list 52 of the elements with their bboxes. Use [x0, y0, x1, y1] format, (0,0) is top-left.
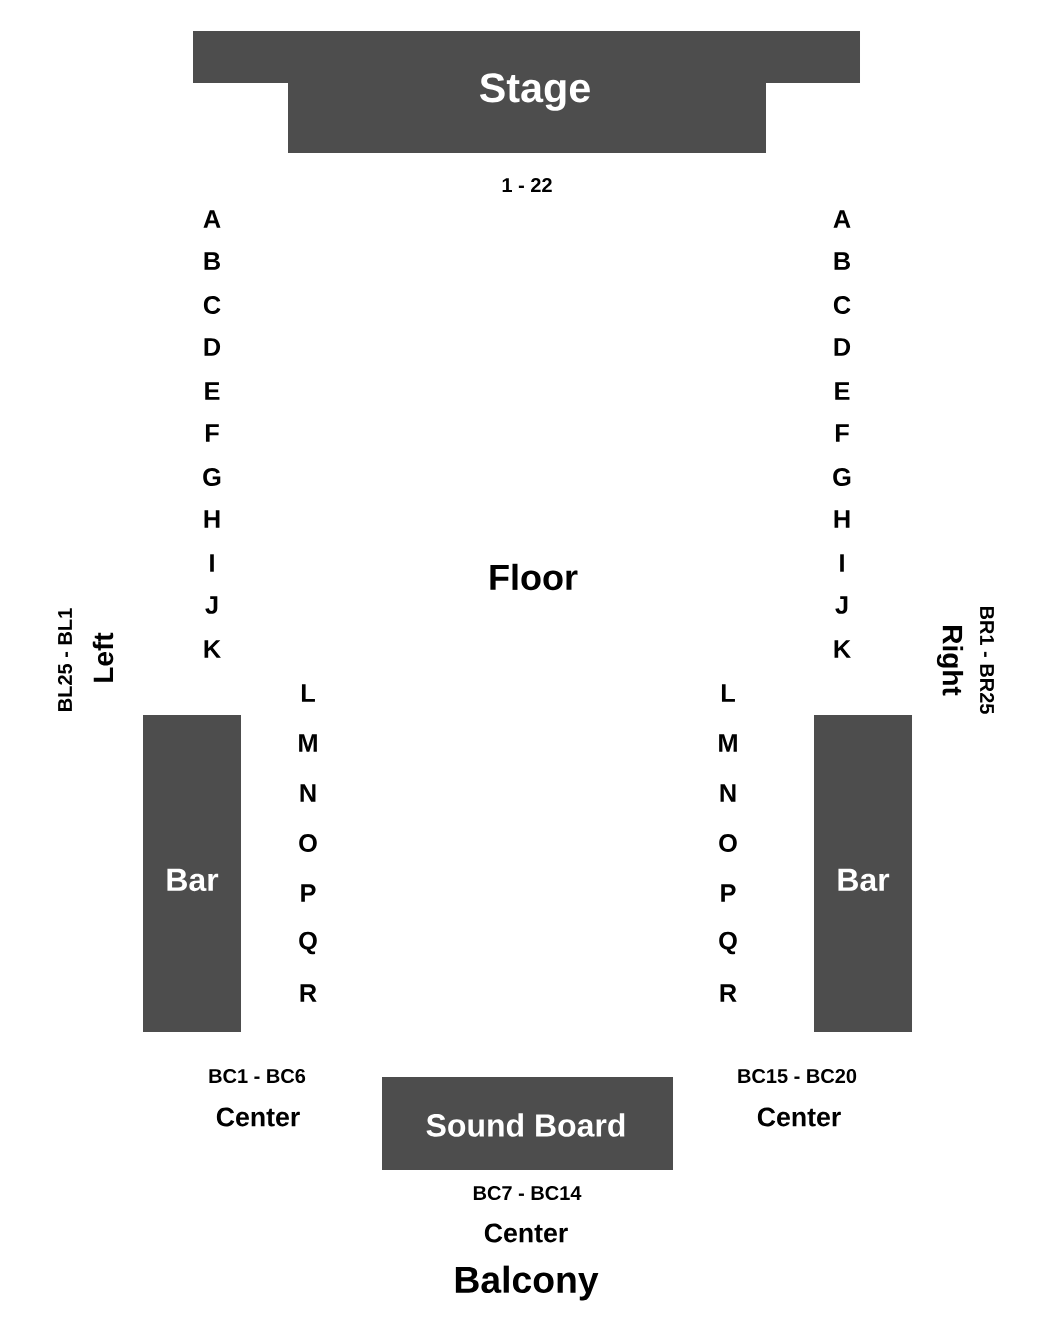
row-letter: K: [834, 640, 851, 658]
row-letter: A: [203, 210, 221, 228]
row-letter: D: [204, 338, 221, 356]
row-letter: R: [300, 984, 317, 1002]
row-letter: G: [203, 468, 221, 486]
row-letter: L: [301, 684, 315, 702]
section-label: Right: [936, 626, 964, 696]
row-letter: F: [205, 424, 219, 442]
row-letter: F: [835, 424, 849, 442]
row-letter: Q: [719, 931, 737, 955]
row-letter: H: [204, 510, 220, 528]
section-label: Center: [484, 1223, 568, 1243]
section-label: Floor: [490, 563, 578, 591]
section-label: Center: [216, 1107, 300, 1127]
row-letter: C: [833, 296, 851, 314]
row-letter: R: [720, 984, 737, 1002]
row-letter: O: [299, 834, 317, 852]
row-letter: N: [300, 784, 316, 802]
seat-range: BC15 - BC20: [738, 1068, 857, 1084]
row-letter: K: [204, 640, 221, 658]
bar-block: Bar: [143, 715, 241, 1032]
seat-range: 1 - 22: [502, 178, 552, 192]
row-letter: H: [834, 510, 850, 528]
row-letter: M: [719, 734, 737, 752]
row-letter: C: [203, 296, 221, 314]
row-letter: I: [840, 554, 844, 572]
row-letter: D: [834, 338, 851, 356]
seat-range: BR1 - BR25: [979, 606, 995, 714]
row-letter: Q: [299, 931, 317, 955]
row-letter: E: [205, 382, 220, 400]
bar-block: Bar: [814, 715, 912, 1032]
row-letter: B: [834, 252, 850, 270]
sound-board-block: Sound Board: [382, 1077, 673, 1170]
row-letter: G: [833, 468, 851, 486]
row-letter: M: [299, 734, 317, 752]
row-letter: P: [301, 884, 316, 902]
row-letter: B: [204, 252, 220, 270]
row-letter: O: [719, 834, 737, 852]
row-letter: N: [720, 784, 736, 802]
row-letter: L: [721, 684, 735, 702]
row-letter: A: [833, 210, 851, 228]
row-letter: J: [835, 596, 848, 614]
stage-block: Stage: [193, 31, 860, 153]
row-letter: P: [721, 884, 736, 902]
section-label: Center: [757, 1107, 841, 1127]
seat-range: BL25 - BL1: [57, 608, 73, 711]
seat-range: BC1 - BC6: [209, 1068, 306, 1084]
row-letter: J: [205, 596, 218, 614]
section-label: Balcony: [455, 1265, 599, 1301]
row-letter: I: [210, 554, 214, 572]
row-letter: E: [835, 382, 850, 400]
section-label: Left: [92, 632, 114, 682]
